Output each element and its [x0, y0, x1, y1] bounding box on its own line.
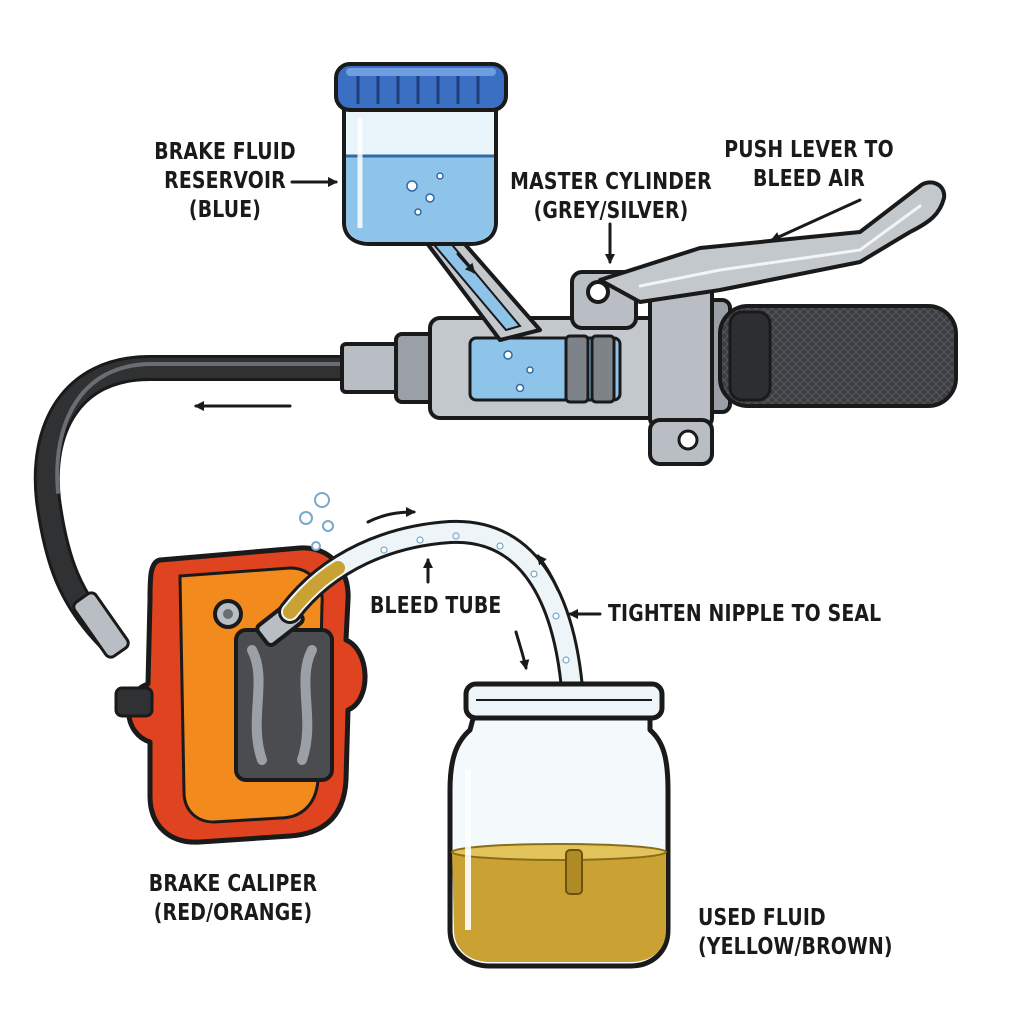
- brake-caliper-icon: [114, 545, 368, 845]
- bleed-tube-label: BLEED TUBE: [370, 592, 501, 621]
- brake-hose-icon: [33, 355, 363, 659]
- tighten-nipple-label-text: TIGHTEN NIPPLE TO SEAL: [608, 601, 882, 627]
- master-cylinder-label: MASTER CYLINDER (GREY/SILVER): [509, 168, 714, 226]
- master-cylinder-label-line-1: MASTER CYLINDER: [510, 169, 712, 195]
- tighten-nipple-label: TIGHTEN NIPPLE TO SEAL: [608, 600, 881, 629]
- brake-lever-icon: [598, 180, 947, 304]
- used-fluid-label: USED FLUID (YELLOW/BROWN): [698, 904, 893, 962]
- caliper-label-line-1: BRAKE CALIPER: [148, 871, 318, 897]
- reservoir-label-line-2: RESERVOIR: [164, 168, 286, 194]
- master-cylinder-icon: [340, 258, 714, 466]
- bleed-tube-icon: [278, 492, 586, 892]
- reservoir-label: BRAKE FLUID RESERVOIR (BLUE): [139, 138, 311, 225]
- handlebar-grip-icon: [698, 298, 958, 414]
- reservoir-label-line-1: BRAKE FLUID: [154, 139, 296, 165]
- used-fluid-label-line-1: USED FLUID: [698, 905, 826, 931]
- reservoir-icon: [334, 62, 542, 342]
- bleed-tube-label-text: BLEED TUBE: [370, 593, 502, 619]
- flow-arrows: [194, 177, 862, 670]
- master-cylinder-label-line-2: (GREY/SILVER): [533, 198, 689, 224]
- push-lever-label-line-2: BLEED AIR: [752, 166, 865, 192]
- caliper-label-line-2: (RED/ORANGE): [153, 900, 313, 926]
- collection-jar-icon: [447, 681, 671, 969]
- caliper-label: BRAKE CALIPER (RED/ORANGE): [139, 870, 328, 928]
- used-fluid-label-line-2: (YELLOW/BROWN): [698, 934, 893, 960]
- reservoir-label-line-3: (BLUE): [188, 197, 262, 223]
- push-lever-label-line-1: PUSH LEVER TO: [724, 137, 894, 163]
- push-lever-label: PUSH LEVER TO BLEED AIR: [715, 136, 904, 194]
